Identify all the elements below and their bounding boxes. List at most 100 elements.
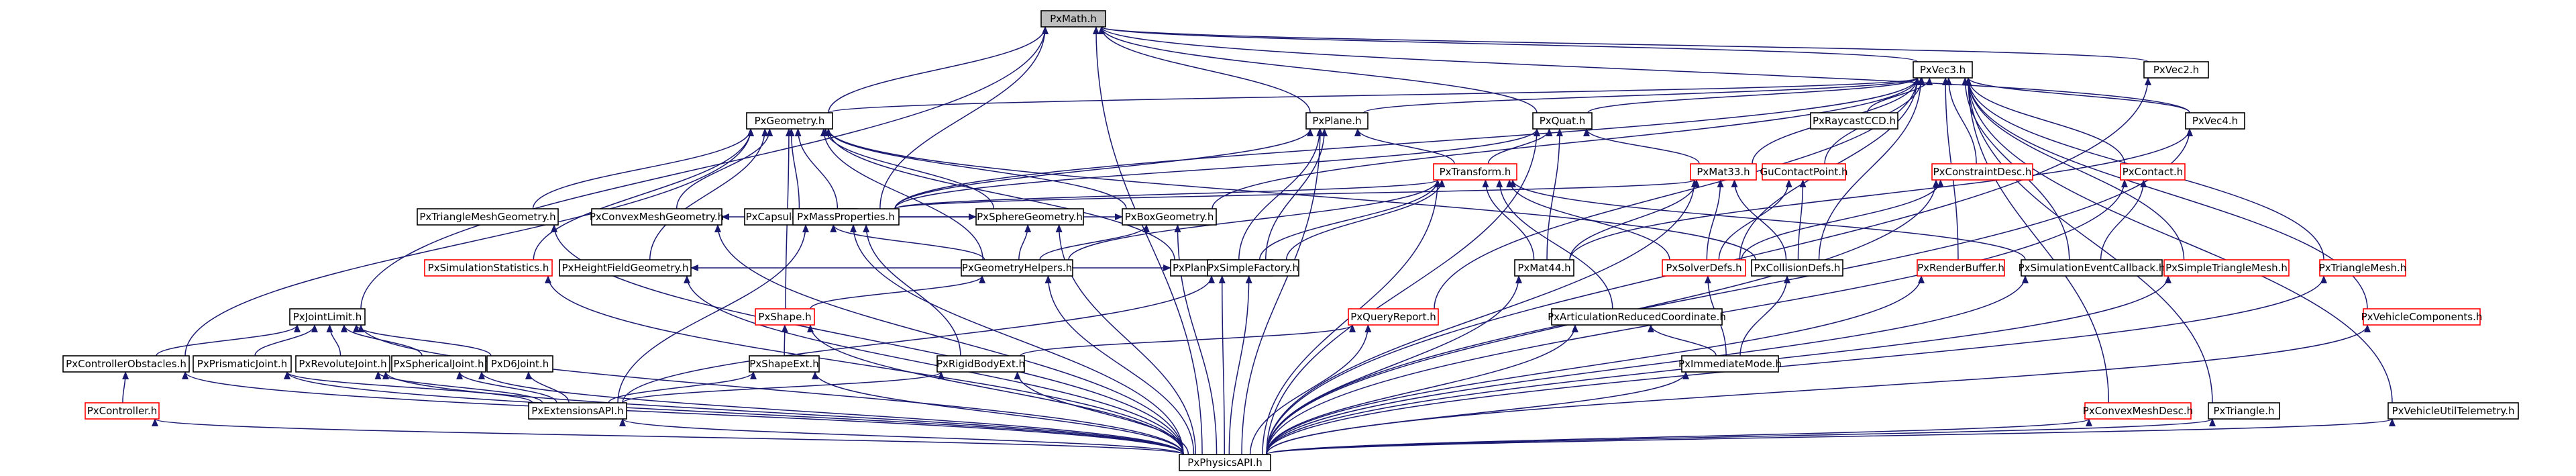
node-px-collision-defs[interactable]: PxCollisionDefs.h [1751, 259, 1843, 277]
edge-PxPlaneGeometry-to-PxGeometry [825, 128, 1175, 260]
node-px-geometry-helpers[interactable]: PxGeometryHelpers.h [961, 259, 1073, 277]
edge-PxCapsuleGeometry-to-PxGeometry [788, 128, 800, 209]
edge-PxConvexMeshGeometry-to-PxGeometry [676, 128, 773, 209]
node-label: PxPrismaticJoint.h [197, 358, 287, 370]
edge-PxBoxGeometry-to-PxVec3 [1212, 77, 1921, 209]
node-px-transform[interactable]: PxTransform.h [1433, 163, 1517, 181]
node-box [1532, 112, 1593, 130]
node-px-vec4[interactable]: PxVec4.h [2185, 112, 2245, 130]
node-px-mass-properties[interactable]: PxMassProperties.h [792, 208, 900, 226]
node-box [2084, 402, 2192, 420]
node-px-box-geometry[interactable]: PxBoxGeometry.h [1122, 208, 1217, 226]
edge-PxPhysicsAPI-to-PxPlaneGeometry [1218, 275, 1226, 455]
edge-PxMassProperties-to-PxQuat [894, 128, 1540, 209]
edge-PxMat33-to-PxQuat [1583, 128, 1700, 164]
node-px-simulation-event-callback[interactable]: PxSimulationEventCallback.h [2019, 259, 2165, 277]
node-px-articulation-reduced-coordinate[interactable]: PxArticulationReducedCoordinate.h [1548, 308, 1726, 326]
node-px-solver-defs[interactable]: PxSolverDefs.h [1662, 259, 1746, 277]
node-px-mat44[interactable]: PxMat44.h [1514, 259, 1574, 277]
node-px-height-field-geometry[interactable]: PxHeightFieldGeometry.h [559, 259, 692, 277]
node-box [2319, 259, 2406, 277]
node-px-extensions-api[interactable]: PxExtensionsAPI.h [528, 402, 627, 420]
node-px-controller-obstacles[interactable]: PxControllerObstacles.h [62, 355, 190, 373]
node-px-physics-api[interactable]: PxPhysicsAPI.h [1179, 454, 1271, 471]
edge-PxMassProperties-to-PxVec3 [894, 77, 1921, 209]
node-label: PxVec4.h [2192, 115, 2238, 127]
edge-PxSimpleFactory-to-PxTransform [1285, 179, 1446, 260]
node-px-immediate-mode[interactable]: PxImmediateMode.h [1678, 355, 1782, 373]
node-box [1179, 454, 1271, 471]
edge-PxSolverDefs-to-PxConstraintDesc [1741, 179, 1944, 260]
edge-PxBoxGeometry-to-PxGeometry [825, 128, 1127, 209]
node-px-plane[interactable]: PxPlane.h [1305, 112, 1368, 130]
node-px-controller[interactable]: PxController.h [85, 402, 160, 420]
node-box [417, 208, 559, 226]
node-px-constraint-desc[interactable]: PxConstraintDesc.h [1931, 163, 2033, 181]
edge-PxRigidBodyExt-to-PxQueryReport [1020, 324, 1356, 356]
node-px-vehicle-util-telemetry[interactable]: PxVehicleUtilTelemetry.h [2387, 402, 2519, 420]
edge-PxSolverDefs-to-GuContactPoint [1718, 179, 1792, 260]
node-label: PxControllerObstacles.h [66, 358, 186, 370]
node-gu-contact-point[interactable]: GuContactPoint.h [1760, 163, 1848, 181]
node-px-spherical-joint[interactable]: PxSphericalJoint.h [391, 355, 486, 373]
node-px-triangle-mesh-geometry[interactable]: PxTriangleMeshGeometry.h [417, 208, 559, 226]
node-px-simulation-statistics[interactable]: PxSimulationStatistics.h [424, 259, 553, 277]
node-px-math[interactable]: PxMath.h [1040, 10, 1106, 28]
node-px-convex-mesh-desc[interactable]: PxConvexMeshDesc.h [2083, 402, 2193, 420]
node-box [1122, 208, 1217, 226]
edge-PxSimulationEventCallback-to-PxTransform [1509, 179, 2026, 260]
edge-PxPhysicsAPI-to-PxRigidBodyExt [1014, 371, 1189, 455]
edge-PxMat44-to-PxQuat [1546, 128, 1563, 260]
node-px-quat[interactable]: PxQuat.h [1532, 112, 1593, 130]
edge-PxControllerObstacles-to-PxGeometry [184, 128, 754, 356]
node-px-vehicle-components[interactable]: PxVehicleComponents.h [2361, 308, 2483, 326]
node-px-vec2[interactable]: PxVec2.h [2143, 61, 2209, 79]
edge-PxPhysicsAPI-to-PxMath [1092, 26, 1203, 455]
edge-PxVec2-to-PxMath [1098, 26, 2149, 62]
edge-PxPhysicsAPI-to-PxRevoluteJoint [382, 371, 1184, 455]
node-px-triangle-mesh[interactable]: PxTriangleMesh.h [2319, 259, 2407, 277]
node-box [749, 355, 820, 373]
node-px-shape-ext[interactable]: PxShapeExt.h [749, 355, 820, 373]
node-px-vec3[interactable]: PxVec3.h [1913, 61, 1973, 79]
node-px-geometry[interactable]: PxGeometry.h [746, 112, 833, 130]
edge-PxCollisionDefs-to-PxVec3 [1818, 77, 1925, 260]
edge-PxPhysicsAPI-to-PxExtensionsAPI [619, 418, 1184, 455]
node-px-shape[interactable]: PxShape.h [755, 308, 815, 326]
node-label: PxTriangleMeshGeometry.h [419, 211, 555, 223]
node-box [1917, 259, 2005, 277]
edge-PxArticulationReducedCoordinate-to-PxTransform [1496, 179, 1613, 310]
node-px-mat33[interactable]: PxMat33.h [1690, 163, 1757, 181]
node-px-d6joint[interactable]: PxD6Joint.h [486, 355, 553, 373]
node-px-render-buffer[interactable]: PxRenderBuffer.h [1917, 259, 2005, 277]
node-box [2387, 402, 2519, 420]
edge-PxPhysicsAPI-to-PxRenderBuffer [1266, 275, 1925, 455]
edge-PxPhysicsAPI-to-PxTriangleMesh [1266, 275, 2327, 455]
node-label: PxVec2.h [2153, 64, 2199, 76]
node-label: PxImmediateMode.h [1678, 358, 1782, 370]
node-label: PxSphericalJoint.h [393, 358, 484, 370]
node-box [2143, 61, 2209, 79]
node-px-convex-mesh-geometry[interactable]: PxConvexMeshGeometry.h [590, 208, 724, 226]
node-px-query-report[interactable]: PxQueryReport.h [1348, 308, 1439, 326]
edge-PxExtensionsAPI-to-PxSphericalJoint [456, 371, 557, 403]
node-px-joint-limit[interactable]: PxJointLimit.h [289, 308, 366, 326]
node-px-prismatic-joint[interactable]: PxPrismaticJoint.h [193, 355, 292, 373]
node-px-contact[interactable]: PxContact.h [2120, 163, 2186, 181]
node-px-revolute-joint[interactable]: PxRevoluteJoint.h [295, 355, 390, 373]
edge-PxPhysicsAPI-to-PxMat33 [1266, 179, 1698, 455]
edge-PxController-to-PxControllerObstacles [122, 371, 129, 403]
edge-PxCollisionDefs-to-PxMat33 [1731, 179, 1787, 260]
node-label: PxSolverDefs.h [1666, 262, 1741, 274]
node-px-simple-triangle-mesh[interactable]: PxSimpleTriangleMesh.h [2163, 259, 2290, 277]
edge-PxSolverDefs-to-PxMat33 [1706, 179, 1724, 260]
node-px-triangle[interactable]: PxTriangle.h [2208, 402, 2280, 420]
edge-PxPlane-to-PxVec3 [1363, 77, 1921, 113]
edge-PxPlaneGeometry-to-PxTransform [1258, 179, 1441, 260]
node-px-simple-factory[interactable]: PxSimpleFactory.h [1207, 259, 1299, 277]
edge-PxShapeExt-to-PxShape [781, 324, 788, 356]
node-box [193, 355, 292, 373]
node-px-raycast-ccd[interactable]: PxRaycastCCD.h [1810, 112, 1898, 130]
node-px-rigid-body-ext[interactable]: PxRigidBodyExt.h [936, 355, 1025, 373]
node-px-sphere-geometry[interactable]: PxSphereGeometry.h [975, 208, 1084, 226]
